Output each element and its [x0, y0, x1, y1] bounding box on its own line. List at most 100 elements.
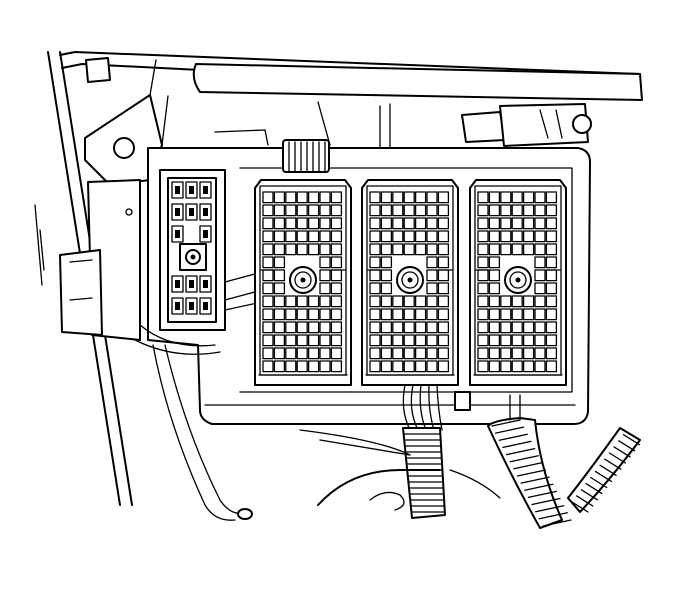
pin-cavity	[477, 282, 489, 295]
pin-cavity	[426, 334, 438, 347]
pin-cavity	[534, 308, 546, 321]
pin-cavity	[369, 204, 381, 217]
pin-cavity	[488, 282, 501, 295]
pin-cavity	[477, 347, 489, 360]
pin-cavity	[330, 334, 343, 347]
pin-cavity	[319, 347, 331, 360]
pin-cavity	[426, 282, 438, 295]
pin-cavity	[500, 243, 512, 256]
pin-cavity	[199, 297, 212, 315]
pin-cavity	[392, 334, 404, 347]
pin-cavity	[307, 204, 320, 217]
pin-cavity	[522, 321, 535, 334]
pin-cavity	[426, 269, 438, 282]
pin-cavity	[273, 308, 286, 321]
pin-cavity	[477, 230, 489, 243]
pin-cavity	[500, 347, 512, 360]
pin-cavity	[319, 204, 331, 217]
pin-cavity	[488, 217, 501, 230]
pin-cavity	[319, 295, 331, 308]
pin-cavity	[511, 243, 523, 256]
pin-cavity	[285, 191, 297, 204]
pin-cavity	[369, 256, 381, 269]
pin-cavity	[307, 334, 320, 347]
pin-cavity	[285, 295, 297, 308]
pin-cavity	[545, 204, 558, 217]
pin-cavity	[285, 230, 297, 243]
pin-cavity	[545, 191, 558, 204]
pin-cavity	[273, 347, 286, 360]
pin-cavity	[307, 230, 320, 243]
pin-cavity	[307, 321, 320, 334]
pin-cavity	[522, 217, 535, 230]
pin-cavity	[330, 282, 343, 295]
pin-cavity	[380, 191, 393, 204]
pin-cavity	[511, 204, 523, 217]
pin-cavity	[380, 282, 393, 295]
pin-cavity	[437, 347, 450, 360]
pin-cavity	[262, 334, 274, 347]
pin-cavity	[545, 308, 558, 321]
pin-cavity	[273, 334, 286, 347]
pin-cavity	[369, 243, 381, 256]
pin-cavity	[296, 308, 308, 321]
pin-cavity	[262, 360, 274, 373]
pin-cavity	[545, 295, 558, 308]
pin-cavity	[185, 203, 198, 221]
wiring-harness	[134, 324, 641, 529]
pin-cavity	[319, 282, 331, 295]
pin-cavity	[369, 230, 381, 243]
pin-cavity	[369, 321, 381, 334]
pin-cavity	[403, 217, 415, 230]
pin-cavity	[522, 204, 535, 217]
pin-cavity	[285, 334, 297, 347]
pin-cavity	[477, 360, 489, 373]
pin-cavity	[414, 334, 427, 347]
pin-cavity	[477, 243, 489, 256]
pin-cavity	[319, 360, 331, 373]
pin-cavity	[426, 256, 438, 269]
pin-cavity	[511, 334, 523, 347]
pin-cavity	[522, 230, 535, 243]
pin-cavity	[437, 360, 450, 373]
pin-cavity	[262, 230, 274, 243]
pin-cavity	[437, 308, 450, 321]
pin-cavity	[330, 230, 343, 243]
pin-cavity	[330, 360, 343, 373]
pin-cavity	[369, 217, 381, 230]
pin-cavity	[380, 360, 393, 373]
pin-cavity	[296, 321, 308, 334]
pin-cavity	[273, 269, 286, 282]
pin-cavity	[414, 308, 427, 321]
pin-cavity	[437, 256, 450, 269]
pin-cavity	[414, 295, 427, 308]
pin-cavity	[511, 360, 523, 373]
pin-cavity	[426, 321, 438, 334]
pin-cavity	[296, 243, 308, 256]
pin-cavity	[319, 269, 331, 282]
pin-cavity	[488, 191, 501, 204]
pin-cavity	[330, 347, 343, 360]
pin-cavity	[403, 191, 415, 204]
pin-cavity	[414, 204, 427, 217]
pin-cavity	[414, 347, 427, 360]
pin-cavity	[500, 204, 512, 217]
pin-cavity	[380, 334, 393, 347]
pin-cavity	[477, 191, 489, 204]
pin-cavity	[199, 203, 212, 221]
pin-cavity	[426, 295, 438, 308]
pin-cavity	[307, 191, 320, 204]
pin-cavity	[319, 256, 331, 269]
pin-cavity	[511, 347, 523, 360]
pin-cavity	[545, 256, 558, 269]
pin-cavity	[426, 230, 438, 243]
pin-cavity	[380, 204, 393, 217]
pin-cavity	[522, 191, 535, 204]
pin-cavity	[426, 243, 438, 256]
pin-cavity	[285, 243, 297, 256]
pin-cavity	[392, 191, 404, 204]
pin-cavity	[500, 230, 512, 243]
pin-cavity	[403, 204, 415, 217]
pin-cavity	[414, 191, 427, 204]
pin-cavity	[171, 225, 184, 243]
